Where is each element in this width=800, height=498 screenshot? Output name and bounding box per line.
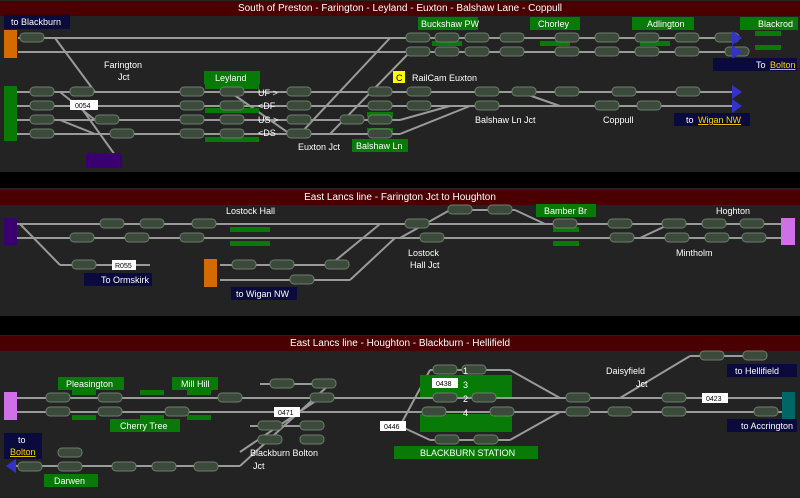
station-adlington	[632, 17, 694, 30]
label-to-blackburn: to Blackburn	[11, 17, 61, 27]
label-farington-jct-2: Jct	[118, 72, 130, 82]
station-leyland	[204, 71, 260, 84]
label-lostock-hall-jct-1: Lostock	[408, 248, 440, 258]
label-balshaw-ln: Balshaw Ln	[356, 141, 403, 151]
label-to-accrington: to Accrington	[741, 421, 793, 431]
platform-4: 4	[463, 408, 468, 418]
panel-3-platforms	[72, 375, 512, 432]
station-cherry-tree	[110, 419, 180, 432]
label-euxton-jct: Euxton Jct	[298, 142, 341, 152]
label-pleasington: Pleasington	[66, 379, 113, 389]
label-farington-jct-1: Farington	[104, 60, 142, 70]
station-blackrod	[740, 17, 798, 30]
station-blackburn	[394, 446, 538, 459]
exit-to-hellifield[interactable]	[727, 364, 797, 377]
label-uf: UF >	[258, 88, 278, 98]
berth-0423: 0423	[706, 396, 722, 403]
berth-box-0054	[70, 100, 98, 110]
station-darwen	[44, 474, 98, 487]
label-mintholm: Mintholm	[676, 248, 713, 258]
label-coppull: Coppull	[603, 115, 634, 125]
link-wigan-nw[interactable]: Wigan NW	[698, 115, 742, 125]
berth-0438: 0438	[436, 381, 452, 388]
station-chorley	[530, 17, 580, 30]
berth-box-0423	[702, 393, 728, 403]
berth-0054: 0054	[75, 103, 91, 110]
panel-1-berths	[19, 32, 750, 139]
berth-box-0438	[432, 378, 458, 388]
platform-2: 2	[463, 394, 468, 404]
label-to-wigan-nw: to Wigan NW	[236, 289, 290, 299]
label-to-ormskirk: To Ormskirk	[101, 275, 149, 285]
label-blackburn-station: BLACKBURN STATION	[420, 448, 515, 458]
label-daisyfield-jct-1: Daisyfield	[606, 366, 645, 376]
exit-to-wigan-nw-2[interactable]	[231, 287, 297, 300]
label-to-bolton-3-pre: to	[18, 435, 26, 445]
link-bolton[interactable]: Bolton	[770, 60, 796, 70]
station-balshaw-ln	[352, 139, 408, 152]
panel-east-lancs-farington	[0, 188, 800, 316]
label-us: US >	[258, 115, 278, 125]
berth-box-0446	[380, 421, 406, 431]
exit-to-wigan-nw[interactable]	[674, 113, 750, 126]
link-railcam-euxton[interactable]: RailCam Euxton	[412, 73, 477, 83]
exit-to-bolton[interactable]	[713, 58, 797, 71]
panel-3-berths	[17, 350, 779, 472]
exit-to-ormskirk[interactable]	[84, 273, 152, 286]
station-bamber-br	[536, 204, 596, 217]
label-lostock-hall: Lostock Hall	[226, 206, 275, 216]
exit-to-accrington[interactable]	[727, 419, 797, 432]
station-buckshaw-pw	[418, 17, 478, 30]
station-pleasington	[58, 377, 124, 390]
berth-0471: 0471	[278, 410, 294, 417]
label-balshaw-ln-jct: Balshaw Ln Jct	[475, 115, 536, 125]
label-leyland: Leyland	[215, 73, 247, 83]
label-hoghton: Hoghton	[716, 206, 750, 216]
platform-3: 3	[463, 380, 468, 390]
label-chorley: Chorley	[538, 19, 570, 29]
panel-2-platforms	[230, 227, 579, 246]
label-cherry-tree: Cherry Tree	[120, 421, 168, 431]
link-bolton-3[interactable]: Bolton	[10, 447, 36, 457]
exit-to-blackburn[interactable]	[4, 15, 70, 29]
label-df: <DF	[258, 101, 276, 111]
exit-to-bolton-3[interactable]	[4, 433, 42, 459]
label-buckshaw-pw: Buckshaw PW	[421, 19, 480, 29]
label-to-bolton-pre: To	[756, 60, 766, 70]
label-blackburn-bolton-jct-2: Jct	[253, 461, 265, 471]
label-adlington: Adlington	[647, 19, 685, 29]
railcam-icon[interactable]	[393, 71, 405, 83]
panel-1-exits	[4, 30, 742, 168]
panel-2-header: East Lancs line - Farington Jct to Hough…	[0, 190, 800, 205]
station-mill-hill	[172, 377, 218, 390]
panel-2-exits	[4, 218, 795, 287]
berth-box-r055	[112, 260, 136, 270]
label-daisyfield-jct-2: Jct	[636, 379, 648, 389]
label-lostock-hall-jct-2: Hall Jct	[410, 260, 440, 270]
label-blackburn-bolton-jct-1: Blackburn Bolton	[250, 448, 318, 458]
panel-1-header: South of Preston - Farington - Leyland -…	[0, 1, 800, 16]
label-darwen: Darwen	[54, 476, 85, 486]
label-ds: <DS	[258, 128, 276, 138]
berth-box-0471	[274, 407, 300, 417]
label-mill-hill: Mill Hill	[181, 379, 210, 389]
label-to-wigan-pre: to	[686, 115, 694, 125]
platform-1: 1	[463, 366, 468, 376]
label-bamber-br: Bamber Br	[544, 206, 587, 216]
panel-2-berths	[69, 204, 767, 285]
label-blackrod: Blackrod	[758, 19, 793, 29]
panel-3-header: East Lancs line - Houghton - Blackburn -…	[0, 336, 800, 351]
label-to-hellifield: to Hellifield	[735, 366, 779, 376]
berth-r055: R055	[115, 263, 132, 270]
panel-3-exits	[4, 392, 795, 473]
railcam-icon-glyph: C	[396, 73, 403, 83]
berth-0446: 0446	[384, 424, 400, 431]
